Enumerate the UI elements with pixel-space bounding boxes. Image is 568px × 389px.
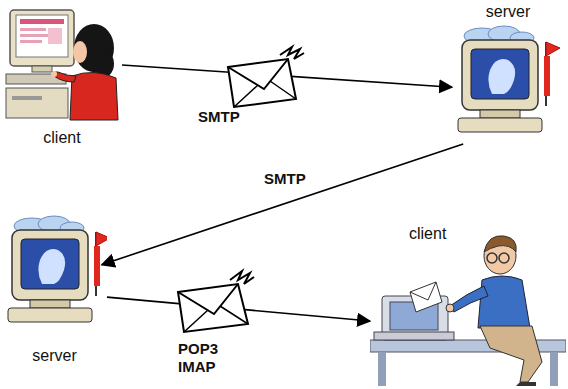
- protocol-label: POP3 IMAP: [176, 340, 220, 376]
- client-computer: client: [2, 2, 122, 152]
- envelope-icon: [228, 47, 304, 107]
- node-label: server: [29, 346, 79, 366]
- client-person: client: [370, 222, 566, 387]
- protocol-label: SMTP: [196, 108, 242, 126]
- node-label: server: [483, 2, 533, 22]
- server-computer-illustration: [452, 2, 564, 144]
- server-computer: server: [2, 208, 107, 370]
- server-computer: server: [452, 2, 564, 144]
- node-label: client: [406, 224, 449, 244]
- client-person-illustration: [370, 222, 566, 387]
- protocol-label: SMTP: [262, 170, 308, 188]
- envelope-icon: [178, 271, 254, 332]
- node-label: client: [40, 128, 83, 148]
- server-computer-illustration: [2, 208, 107, 370]
- arrow-connector: [102, 144, 463, 265]
